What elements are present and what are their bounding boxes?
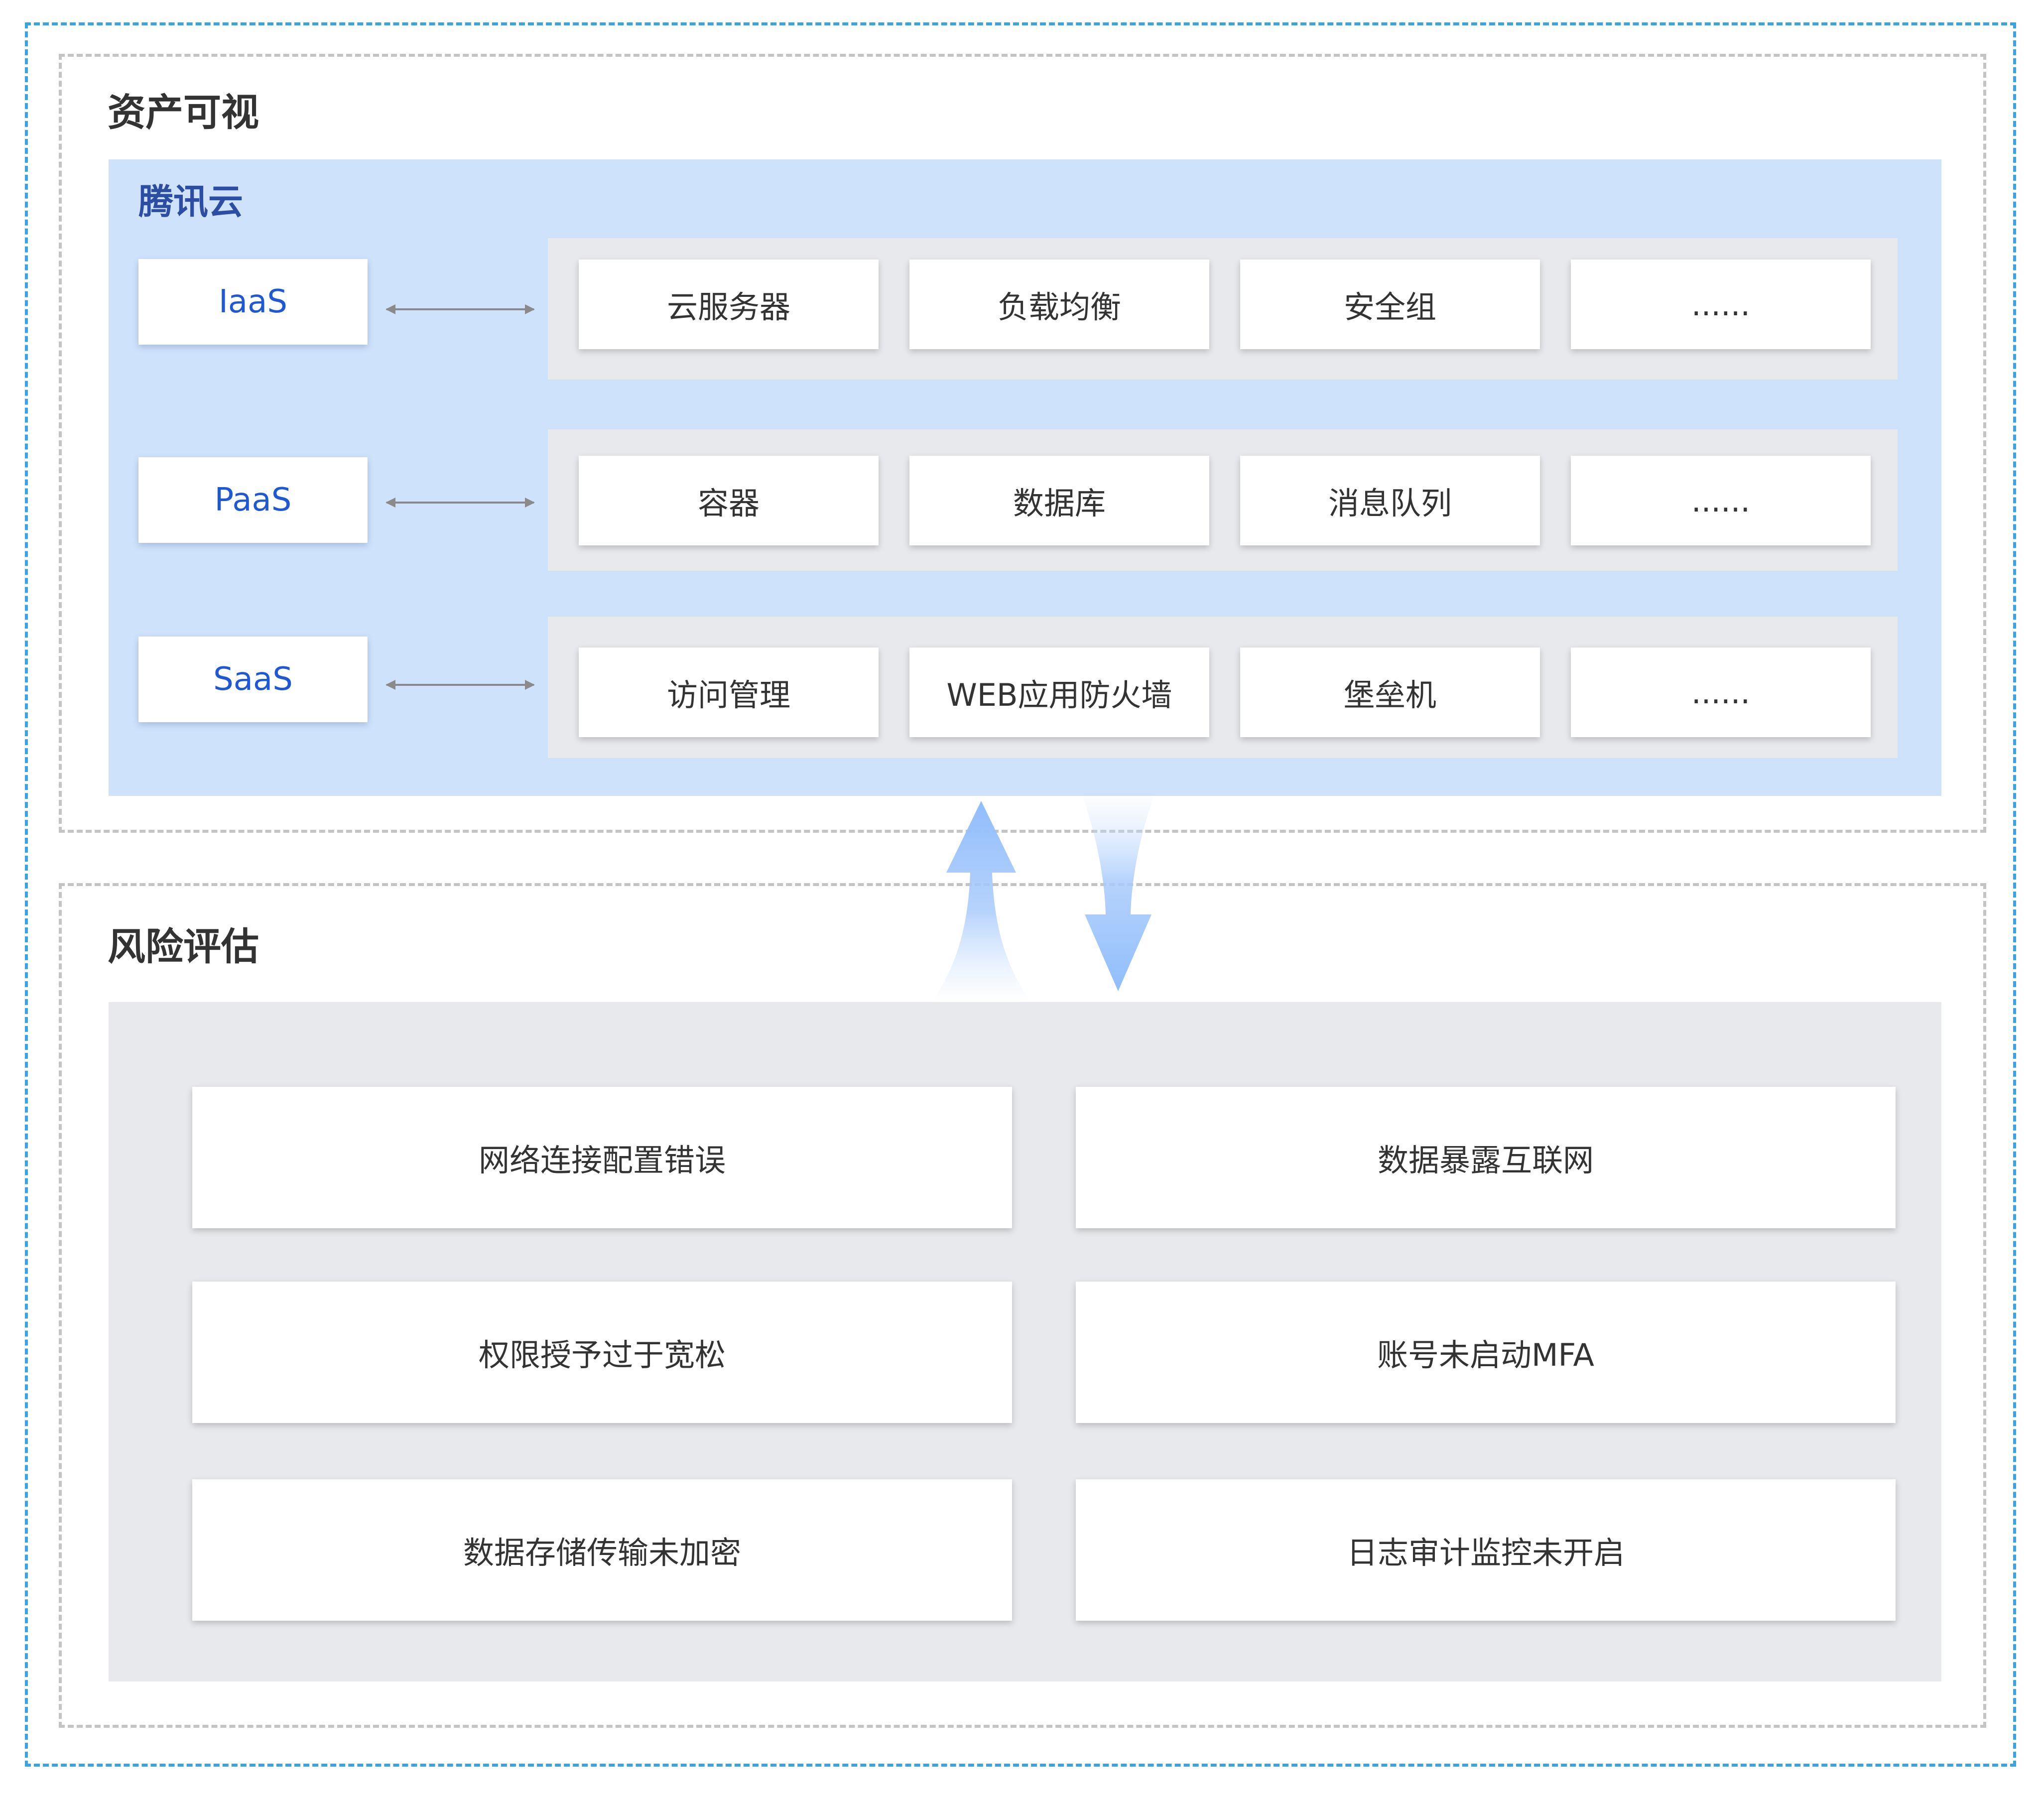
layer-paas: PaaS [138, 457, 368, 543]
risk-item: 数据暴露互联网 [1076, 1087, 1896, 1228]
flow-up-arrow [932, 801, 1030, 1001]
flow-down-arrow [1081, 792, 1155, 991]
layer-link-arrow [385, 680, 535, 690]
service-item: 云服务器 [579, 259, 879, 349]
service-item: 堡垒机 [1240, 647, 1540, 737]
risk-item: 数据存储传输未加密 [192, 1479, 1012, 1621]
risk-item: 账号未启动MFA [1076, 1282, 1896, 1423]
risk-assessment-title: 风险评估 [108, 924, 259, 969]
tencent-cloud-title: 腾讯云 [138, 181, 243, 222]
risk-item: 权限授予过于宽松 [192, 1282, 1012, 1423]
layer-iaas: IaaS [138, 259, 368, 345]
risk-assessment-section [59, 883, 1986, 1728]
layer-link-arrow [385, 304, 535, 314]
layer-saas: SaaS [138, 637, 368, 722]
service-item: ...... [1571, 456, 1871, 545]
service-item: 数据库 [909, 456, 1209, 545]
service-item: 负载均衡 [909, 259, 1209, 349]
risk-item: 日志审计监控未开启 [1076, 1479, 1896, 1621]
service-item: WEB应用防火墙 [909, 647, 1209, 737]
asset-visibility-section [59, 54, 1986, 833]
outer-frame [25, 22, 2016, 1767]
service-item: ...... [1571, 647, 1871, 737]
risk-item: 网络连接配置错误 [192, 1087, 1012, 1228]
service-item: ...... [1571, 259, 1871, 349]
service-item: 容器 [579, 456, 879, 545]
service-item: 安全组 [1240, 259, 1540, 349]
service-item: 消息队列 [1240, 456, 1540, 545]
layer-link-arrow [385, 498, 535, 508]
service-item: 访问管理 [579, 647, 879, 737]
asset-visibility-title: 资产可视 [108, 90, 259, 134]
